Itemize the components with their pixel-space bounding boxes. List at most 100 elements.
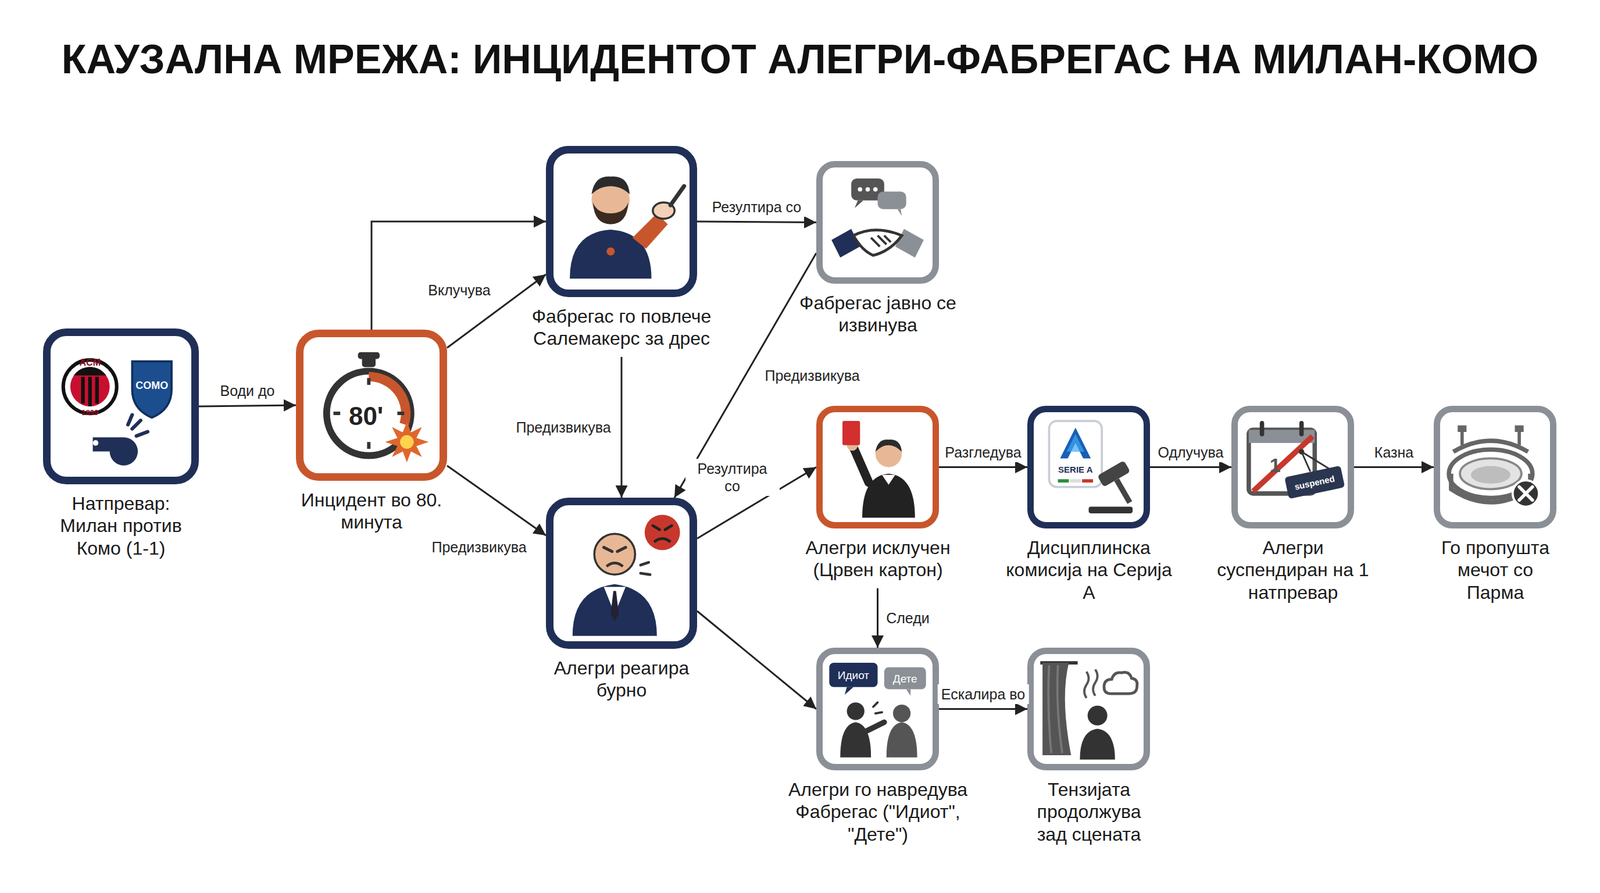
drawing-part — [870, 235, 891, 247]
backstage-icon — [1033, 654, 1144, 764]
drawing-part — [906, 688, 912, 696]
edge-label: Резултира со — [685, 458, 780, 496]
drawing-part — [333, 377, 405, 449]
drawing-part — [640, 562, 650, 575]
drawing-part — [1088, 506, 1134, 514]
apology-icon — [822, 167, 933, 278]
drawing-part — [881, 475, 896, 485]
connector-arrow — [938, 708, 1028, 710]
drawing-part — [886, 722, 918, 757]
drawing-part — [610, 590, 619, 621]
drawing-part — [70, 366, 110, 407]
shirt-pull-icon — [553, 153, 690, 290]
drawing-part — [884, 667, 927, 690]
drawing-part — [1066, 434, 1085, 452]
drawing-part — [853, 230, 902, 256]
node-caption: Натпревар: Милан против Комо (1-1) — [48, 492, 194, 560]
connector-arrow — [697, 221, 817, 223]
drawing-part — [853, 447, 869, 482]
process-box: Натпревар: Милан против Комо (1-1)ACM189… — [43, 328, 199, 485]
stadium-icon — [1440, 412, 1550, 523]
drawing-part — [1097, 460, 1144, 510]
drawing-part — [854, 200, 864, 209]
drawing-part — [593, 202, 629, 224]
icon-text: 1899 — [81, 408, 99, 416]
node-caption: Фабрегас јавно се извинува — [796, 291, 960, 337]
drawing-part — [829, 662, 878, 688]
drawing-part — [131, 361, 172, 419]
node-caption: Дисциплинска комисија на Серија А — [1001, 536, 1177, 604]
drawing-part — [1042, 662, 1071, 756]
process-box: Тензијата продолжува зад сцената — [1027, 647, 1150, 771]
drawing-part — [1087, 705, 1108, 726]
edge-label: Разгледува — [941, 442, 1025, 463]
suspension-icon — [1237, 412, 1348, 523]
drawing-part — [842, 420, 860, 446]
drawing-part — [594, 533, 635, 575]
icon-text: COMO — [135, 380, 169, 391]
connector-arrow — [620, 356, 623, 498]
drawing-part — [88, 376, 92, 407]
drawing-part — [1104, 672, 1138, 694]
drawing-part — [857, 187, 863, 192]
drawing-part — [95, 376, 99, 404]
drawing-part — [893, 704, 911, 723]
process-box: Дисциплинска комисија на Серија АSERIE A — [1027, 405, 1150, 529]
icon-text: Дете — [893, 672, 918, 684]
process-box: Фабрегас јавно се извинува — [816, 161, 939, 284]
drawing-part — [866, 722, 885, 731]
connector-arrow — [938, 466, 1028, 469]
drawing-part — [1519, 487, 1533, 501]
connector-arrow — [447, 465, 546, 536]
drawing-part — [93, 437, 138, 466]
drawing-part — [73, 366, 107, 376]
drawing-part — [840, 722, 871, 757]
connector-arrow — [1354, 466, 1434, 469]
connector-arrow — [1150, 466, 1232, 469]
edge-label: Казна — [1370, 442, 1417, 463]
drawing-part — [644, 514, 681, 550]
drawing-part — [1470, 466, 1511, 484]
drawing-part — [1079, 729, 1115, 760]
drawing-part — [358, 352, 380, 360]
referee-icon — [822, 412, 933, 523]
drawing-part — [1048, 665, 1063, 753]
drawing-part — [865, 187, 871, 192]
drawing-part — [63, 359, 117, 414]
edge-label: Предизвикува — [761, 365, 863, 386]
drawing-part — [127, 415, 148, 437]
drawing-part — [384, 421, 429, 463]
drawing-part — [652, 525, 673, 530]
edge-label: Следи — [882, 608, 934, 628]
drawing-part — [1298, 448, 1305, 455]
node-caption: Алегри суспендиран на 1 натпревар — [1214, 536, 1372, 604]
drawing-part — [654, 538, 671, 542]
drawing-part — [1512, 480, 1539, 507]
drawing-part — [1457, 425, 1467, 432]
process-box: Инцидент во 80. минута80' — [295, 329, 448, 481]
drawing-part — [93, 440, 99, 446]
drawing-part — [1284, 465, 1345, 499]
match-icon — [50, 336, 192, 477]
drawing-part — [1097, 460, 1131, 488]
drawing-part — [1113, 478, 1132, 505]
drawing-part — [670, 186, 684, 206]
drawing-part — [1084, 669, 1098, 698]
drawing-part — [81, 376, 85, 404]
drawing-part — [400, 434, 414, 449]
icon-text: SERIE A — [1058, 465, 1093, 474]
drawing-part — [1048, 420, 1102, 487]
process-box: Алегри суспендиран на 1 натпревар1suspen… — [1231, 405, 1355, 529]
icon-text: 80' — [348, 403, 384, 430]
drawing-part — [1081, 479, 1094, 483]
node-caption: Алегри исклучен (Црвен картон) — [790, 536, 966, 582]
drawing-part — [847, 702, 865, 720]
node-caption: Алегри го навредува Фабрегас ("Идиот", "… — [781, 778, 974, 846]
process-box: Го пропушта мечот со Парма — [1433, 405, 1557, 529]
connector-arrow — [198, 405, 296, 407]
process-box: Алегри реагира бурно — [545, 497, 698, 649]
node-caption: Тензијата продолжува зад сцената — [1025, 778, 1153, 846]
drawing-part — [606, 562, 623, 567]
